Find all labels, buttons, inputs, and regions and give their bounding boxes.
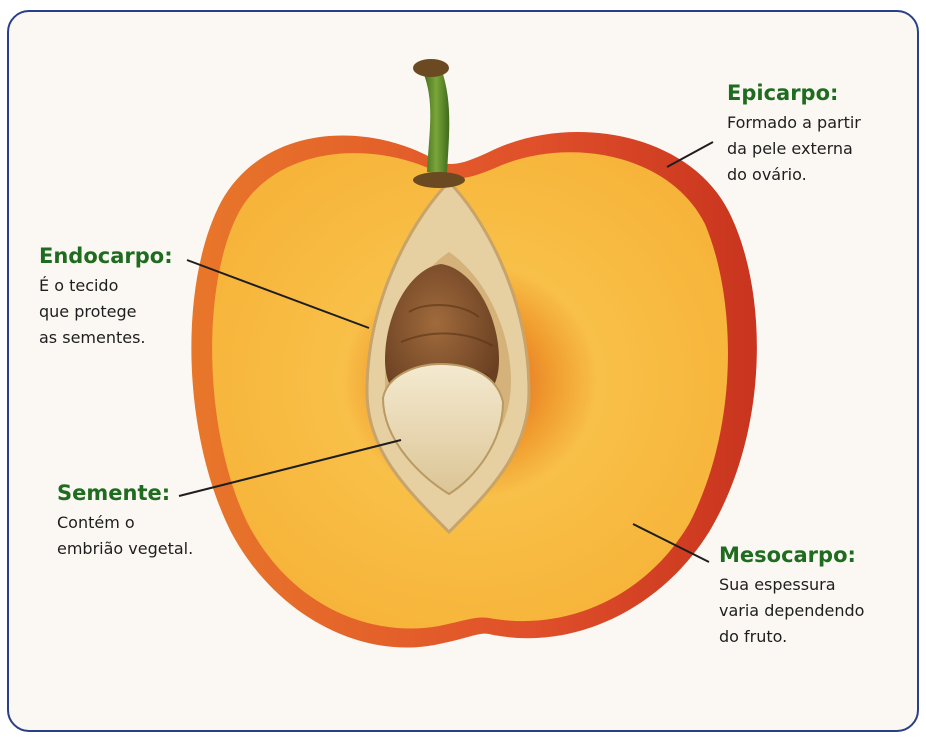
label-line: as sementes. bbox=[39, 325, 173, 351]
label-line: embrião vegetal. bbox=[57, 536, 193, 562]
label-description-semente: Contém o embrião vegetal. bbox=[57, 510, 193, 562]
label-title-endocarpo: Endocarpo: bbox=[39, 243, 173, 269]
label-line: da pele externa bbox=[727, 136, 861, 162]
stem-tip bbox=[413, 59, 449, 77]
label-title-mesocarpo: Mesocarpo: bbox=[719, 542, 864, 568]
label-semente: Semente: Contém o embrião vegetal. bbox=[57, 480, 193, 562]
label-title-semente: Semente: bbox=[57, 480, 193, 506]
label-line: do ovário. bbox=[727, 162, 861, 188]
label-description-endocarpo: É o tecido que protege as sementes. bbox=[39, 273, 173, 351]
label-description-mesocarpo: Sua espessura varia dependendo do fruto. bbox=[719, 572, 864, 650]
label-line: É o tecido bbox=[39, 273, 173, 299]
label-epicarpo: Epicarpo: Formado a partir da pele exter… bbox=[727, 80, 861, 188]
label-line: que protege bbox=[39, 299, 173, 325]
label-line: Sua espessura bbox=[719, 572, 864, 598]
diagram-frame: Epicarpo: Formado a partir da pele exter… bbox=[7, 10, 919, 732]
label-description-epicarpo: Formado a partir da pele externa do ovár… bbox=[727, 110, 861, 188]
label-line: Formado a partir bbox=[727, 110, 861, 136]
label-line: do fruto. bbox=[719, 624, 864, 650]
label-line: Contém o bbox=[57, 510, 193, 536]
label-line: varia dependendo bbox=[719, 598, 864, 624]
stem-base bbox=[413, 172, 465, 188]
label-mesocarpo: Mesocarpo: Sua espessura varia dependend… bbox=[719, 542, 864, 650]
label-endocarpo: Endocarpo: É o tecido que protege as sem… bbox=[39, 243, 173, 351]
label-title-epicarpo: Epicarpo: bbox=[727, 80, 861, 106]
leader-line-epicarpo bbox=[667, 142, 713, 167]
